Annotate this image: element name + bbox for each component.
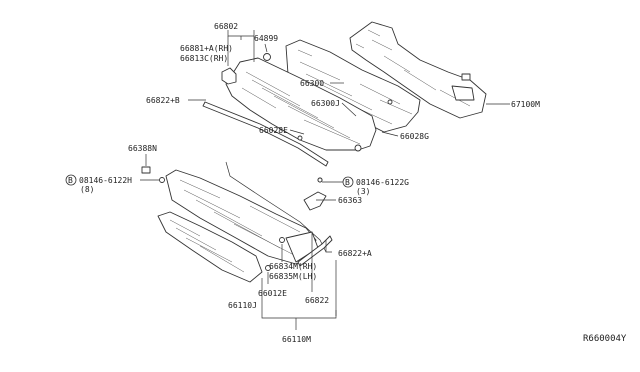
label-66300: 66300 bbox=[300, 79, 324, 88]
label-66881a: 66881+A(RH) bbox=[180, 44, 233, 53]
label-66822b: 66822+B bbox=[146, 96, 180, 105]
label-08146-6122g-qty: (3) bbox=[356, 187, 370, 196]
part-66388n-drawing bbox=[141, 166, 151, 174]
label-64899: 64899 bbox=[254, 34, 278, 43]
bolt-b-icon bbox=[65, 174, 77, 186]
label-66300j: 66300J bbox=[311, 99, 340, 108]
part-66834m-drawing bbox=[279, 237, 285, 243]
label-66110m: 66110M bbox=[282, 335, 311, 344]
label-67100m: 67100M bbox=[511, 100, 540, 109]
label-08146-6122h: 08146-6122H bbox=[79, 176, 132, 185]
label-66028e: 66028E bbox=[259, 126, 288, 135]
label-66388n: 66388N bbox=[128, 144, 157, 153]
part-66110j-drawing bbox=[157, 211, 263, 283]
label-66835m: 66835M(LH) bbox=[269, 272, 317, 281]
label-66012e: 66012E bbox=[258, 289, 287, 298]
part-64899-drawing bbox=[263, 53, 271, 61]
part-67100m-drawing bbox=[349, 21, 487, 119]
leader-lines bbox=[140, 30, 510, 330]
bolt-symbol-label: B bbox=[68, 176, 73, 185]
diagram-reference-code: R660004Y bbox=[583, 334, 627, 344]
wiper-link-rod bbox=[225, 161, 327, 253]
bolt-b-icon bbox=[342, 176, 354, 188]
label-66802: 66802 bbox=[214, 22, 238, 31]
label-66822: 66822 bbox=[305, 296, 329, 305]
bolt-callout-08146-6122g: B 08146-6122G (3) bbox=[342, 176, 409, 196]
bolt-08146-6122h-part bbox=[159, 177, 165, 183]
label-66028g: 66028G bbox=[400, 132, 429, 141]
part-66881a-drawing bbox=[221, 67, 237, 85]
bolt-08146-6122g-part bbox=[317, 177, 323, 183]
label-66363: 66363 bbox=[338, 196, 362, 205]
part-66822a-drawing bbox=[297, 235, 333, 267]
label-08146-6122h-qty: (8) bbox=[80, 185, 94, 194]
label-66110j: 66110J bbox=[228, 301, 257, 310]
bolt-symbol-label: B bbox=[345, 178, 350, 187]
part-66363-drawing bbox=[303, 177, 327, 211]
label-08146-6122g: 08146-6122G bbox=[356, 178, 409, 187]
part-66012e-drawing bbox=[265, 265, 271, 271]
part-66110m-drawing bbox=[165, 169, 319, 265]
label-66834m: 66834M(RH) bbox=[269, 262, 317, 271]
label-66813c: 66813C(RH) bbox=[180, 54, 228, 63]
label-66822a: 66822+A bbox=[338, 249, 372, 258]
part-66822b-drawing bbox=[202, 101, 329, 167]
bolt-callout-08146-6122h: B 08146-6122H (8) bbox=[65, 174, 132, 194]
part-66802-drawing bbox=[225, 57, 377, 152]
